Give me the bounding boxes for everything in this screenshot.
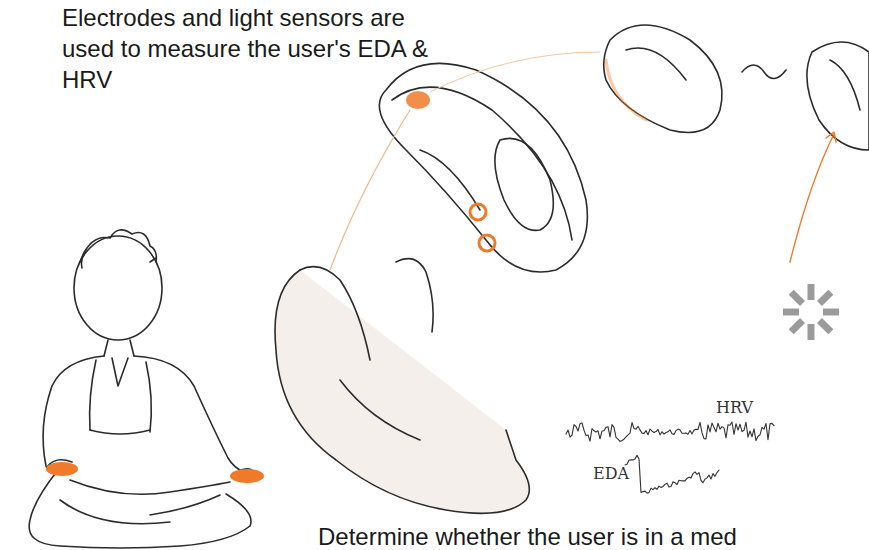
signal-name: EDA xyxy=(593,464,629,483)
spinner-tick xyxy=(808,284,815,300)
hand xyxy=(275,259,529,514)
electrode xyxy=(479,235,495,251)
spinner-tick xyxy=(823,309,839,316)
arrow xyxy=(790,132,836,262)
sensor-left xyxy=(46,462,78,476)
spinner-tick xyxy=(791,320,802,331)
caption-note: Electrodes and light sensors are used to… xyxy=(62,2,442,95)
electrode xyxy=(470,204,486,220)
spinner-tick xyxy=(819,292,830,303)
light-sensor xyxy=(406,91,430,109)
spinner-tick xyxy=(808,324,815,340)
leader-line xyxy=(430,52,600,92)
hrv-signal xyxy=(566,422,774,441)
spinner-tick xyxy=(819,320,830,331)
sensor-right xyxy=(230,469,264,483)
meditating-person xyxy=(29,230,258,548)
signal-name: HRV xyxy=(716,398,753,417)
sensor-device xyxy=(379,63,587,272)
spinner-tick xyxy=(783,309,799,316)
caption-note: Determine whether the user is in a med xyxy=(318,521,737,550)
spinner-tick xyxy=(791,292,802,303)
processing-spinner xyxy=(783,284,839,340)
cable xyxy=(330,110,410,270)
device-variants xyxy=(604,25,869,150)
eda-signal xyxy=(625,455,719,493)
